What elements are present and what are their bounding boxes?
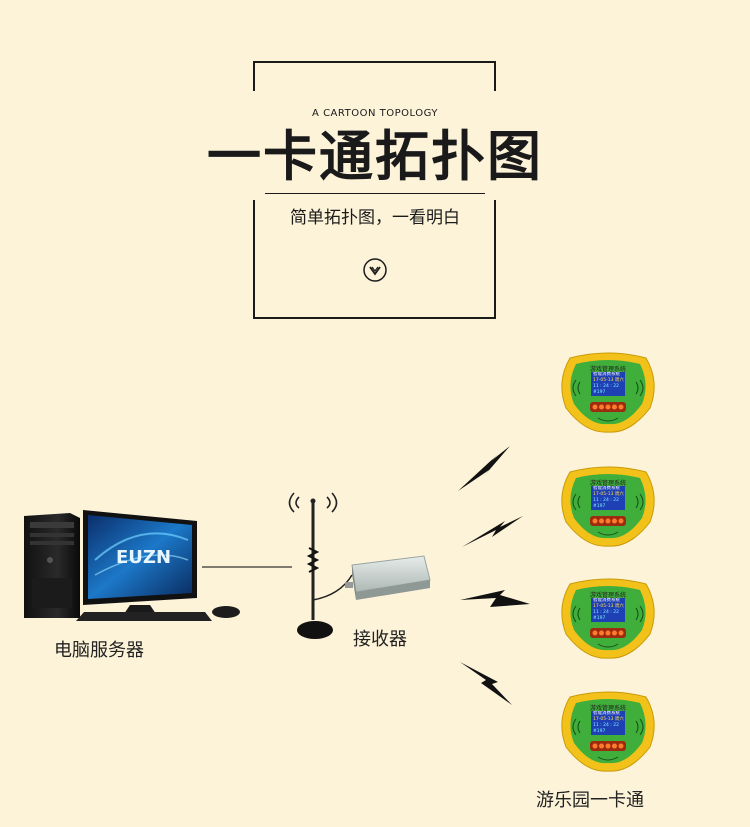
terminal-line-2: 17-05-13 周六 [593, 378, 624, 383]
terminal-line-3: 11 : 24 : 22 #197 [593, 498, 619, 509]
terminal-header: 游戏管理系统 [589, 592, 626, 599]
terminal-line-1: 智能消费系统 [593, 486, 620, 491]
pc-monitor: EUZN [83, 510, 197, 617]
pc-mouse [212, 606, 240, 618]
english-subtitle: A CARTOON TOPOLOGY [312, 108, 438, 119]
terminal-screen: 智能消费系统 17-05-13 周六 11 : 24 : 22 #197 [591, 711, 625, 735]
terminals-label: 游乐园一卡通 [536, 790, 644, 811]
antenna [288, 492, 353, 639]
terminal-line-1: 智能消费系统 [593, 598, 620, 603]
terminal-header: 游戏管理系统 [589, 480, 626, 487]
terminal-header: 游戏管理系统 [589, 366, 626, 373]
terminal-line-2: 17-05-13 周六 [593, 604, 624, 609]
receiver-label: 接收器 [353, 629, 407, 650]
header-frame-top [253, 61, 496, 91]
title-underline [265, 193, 485, 194]
computer-server: EUZN [24, 510, 240, 621]
terminal-line-2: 17-05-13 周六 [593, 717, 624, 722]
pc-keyboard [76, 612, 212, 621]
terminal-line-3: 11 : 24 : 22 #197 [593, 384, 619, 395]
terminal-header: 游戏管理系统 [589, 705, 626, 712]
terminal-screen: 智能消费系统 17-05-13 周六 11 : 24 : 22 #197 [591, 486, 625, 510]
card-terminal-2: 游戏管理系统 智能消费系统 17-05-13 周六 11 : 24 : 22 #… [560, 466, 656, 550]
signal-bolt-4 [460, 662, 512, 705]
terminal-line-3: 11 : 24 : 22 #197 [593, 610, 619, 621]
chevron-down-circle-icon [363, 258, 387, 282]
card-terminal-1: 游戏管理系统 智能消费系统 17-05-13 周六 11 : 24 : 22 #… [560, 352, 656, 436]
chinese-subtitle: 简单拓扑图，一看明白 [290, 208, 460, 228]
signal-bolt-2 [462, 516, 523, 547]
header-frame-bottom [253, 200, 496, 319]
page-title: 一卡通拓扑图 [207, 125, 543, 188]
signal-bolt-3 [460, 590, 530, 607]
terminal-line-1: 智能消费系统 [593, 711, 620, 716]
card-terminal-4: 游戏管理系统 智能消费系统 17-05-13 周六 11 : 24 : 22 #… [560, 691, 656, 775]
terminal-line-1: 智能消费系统 [593, 372, 620, 377]
terminal-line-3: 11 : 24 : 22 #197 [593, 723, 619, 734]
computer-label: 电脑服务器 [54, 640, 144, 661]
terminal-screen: 智能消费系统 17-05-13 周六 11 : 24 : 22 #197 [591, 372, 625, 396]
terminal-line-2: 17-05-13 周六 [593, 492, 624, 497]
receiver-box [345, 555, 431, 600]
signal-bolt-1 [458, 446, 510, 491]
terminal-screen: 智能消费系统 17-05-13 周六 11 : 24 : 22 #197 [591, 598, 625, 622]
wireless-signals [458, 446, 530, 705]
monitor-brand-logo: EUZN [116, 547, 171, 568]
card-terminal-3: 游戏管理系统 智能消费系统 17-05-13 周六 11 : 24 : 22 #… [560, 578, 656, 662]
